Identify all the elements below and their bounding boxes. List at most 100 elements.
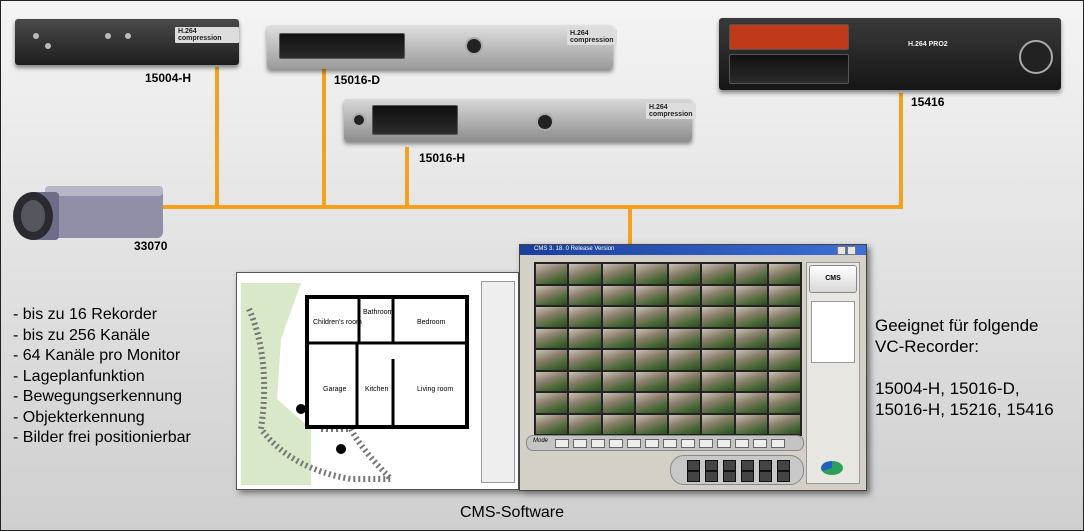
close-button[interactable] [847, 246, 856, 255]
camera-control-icon[interactable] [777, 460, 790, 471]
camera-feed-tile[interactable] [735, 264, 767, 284]
camera-feed-tile[interactable] [768, 393, 800, 413]
camera-feed-tile[interactable] [702, 264, 734, 284]
layout-button[interactable] [555, 439, 569, 448]
camera-feed-tile[interactable] [569, 264, 601, 284]
camera-feed-tile[interactable] [569, 307, 601, 327]
camera-feed-tile[interactable] [536, 393, 568, 413]
camera-feed-tile[interactable] [669, 328, 701, 348]
camera-control-icon[interactable] [687, 460, 700, 471]
camera-feed-tile[interactable] [569, 371, 601, 391]
camera-feed-tile[interactable] [768, 328, 800, 348]
hdd-bay-icon [729, 24, 849, 50]
dvd-tray-icon [729, 54, 849, 84]
camera-feed-tile[interactable] [768, 371, 800, 391]
room-label: Living room [417, 386, 453, 393]
camera-feed-tile[interactable] [768, 414, 800, 434]
camera-feed-tile[interactable] [768, 307, 800, 327]
cable-15004h [215, 67, 219, 207]
camera-feed-tile[interactable] [735, 350, 767, 370]
camera-feed-tile[interactable] [536, 285, 568, 305]
camera-feed-tile[interactable] [569, 393, 601, 413]
camera-feed-tile[interactable] [602, 414, 634, 434]
room-label: Garage [323, 386, 346, 393]
layout-button[interactable] [591, 439, 605, 448]
camera-feed-tile[interactable] [768, 285, 800, 305]
camera-feed-tile[interactable] [536, 264, 568, 284]
layout-button[interactable] [717, 439, 731, 448]
camera-feed-tile[interactable] [702, 393, 734, 413]
camera-feed-tile[interactable] [702, 414, 734, 434]
camera-feed-tile[interactable] [602, 328, 634, 348]
camera-feed-tile[interactable] [635, 328, 667, 348]
camera-feed-tile[interactable] [669, 264, 701, 284]
camera-feed-tile[interactable] [702, 328, 734, 348]
layout-button[interactable] [753, 439, 767, 448]
camera-feed-tile[interactable] [569, 414, 601, 434]
camera-control-icon[interactable] [759, 460, 772, 471]
camera-feed-tile[interactable] [669, 371, 701, 391]
camera-control-icon[interactable] [741, 471, 754, 482]
camera-feed-tile[interactable] [602, 393, 634, 413]
layout-button[interactable] [573, 439, 587, 448]
camera-feed-tile[interactable] [702, 307, 734, 327]
layout-button[interactable] [663, 439, 677, 448]
camera-feed-tile[interactable] [536, 414, 568, 434]
camera-feed-tile[interactable] [735, 285, 767, 305]
camera-feed-tile[interactable] [669, 307, 701, 327]
camera-feed-tile[interactable] [635, 414, 667, 434]
camera-feed-tile[interactable] [669, 350, 701, 370]
camera-feed-tile[interactable] [536, 307, 568, 327]
suitability-heading: Geeignet für folgende [875, 316, 1039, 335]
layout-button[interactable] [735, 439, 749, 448]
camera-feed-tile[interactable] [602, 307, 634, 327]
camera-feed-tile[interactable] [635, 285, 667, 305]
layout-button[interactable] [699, 439, 713, 448]
camera-feed-tile[interactable] [602, 371, 634, 391]
camera-feed-tile[interactable] [602, 350, 634, 370]
camera-feed-tile[interactable] [635, 350, 667, 370]
layout-button[interactable] [627, 439, 641, 448]
play-icon[interactable] [705, 460, 718, 471]
camera-feed-tile[interactable] [536, 350, 568, 370]
camera-feed-tile[interactable] [635, 264, 667, 284]
camera-feed-tile[interactable] [768, 264, 800, 284]
camera-feed-tile[interactable] [635, 371, 667, 391]
layout-button[interactable] [771, 439, 785, 448]
camera-feed-tile[interactable] [635, 307, 667, 327]
camera-control-icon[interactable] [723, 460, 736, 471]
camera-control-icon[interactable] [741, 460, 754, 471]
camera-feed-tile[interactable] [635, 393, 667, 413]
camera-feed-tile[interactable] [569, 285, 601, 305]
camera-feed-tile[interactable] [569, 328, 601, 348]
camera-feed-tile[interactable] [702, 285, 734, 305]
camera-feed-tile[interactable] [602, 285, 634, 305]
camera-control-icon[interactable] [759, 471, 772, 482]
camera-feed-tile[interactable] [702, 350, 734, 370]
camera-feed-tile[interactable] [735, 307, 767, 327]
layout-button[interactable] [645, 439, 659, 448]
layout-button[interactable] [609, 439, 623, 448]
camera-feed-tile[interactable] [735, 414, 767, 434]
camera-feed-tile[interactable] [536, 328, 568, 348]
camera-feed-tile[interactable] [735, 371, 767, 391]
camera-control-icon[interactable] [723, 471, 736, 482]
camera-control-icon[interactable] [705, 471, 718, 482]
layout-button[interactable] [681, 439, 695, 448]
minimize-button[interactable] [837, 246, 846, 255]
floorplan-window: Children's room Bathroom Bedroom Garage … [236, 272, 519, 490]
camera-control-icon[interactable] [777, 471, 790, 482]
camera-feed-tile[interactable] [669, 285, 701, 305]
camera-control-icon[interactable] [687, 471, 700, 482]
camera-feed-tile[interactable] [602, 264, 634, 284]
camera-feed-tile[interactable] [768, 350, 800, 370]
cms-caption: CMS-Software [460, 504, 565, 521]
camera-feed-tile[interactable] [669, 393, 701, 413]
camera-feed-tile[interactable] [669, 414, 701, 434]
camera-feed-tile[interactable] [702, 371, 734, 391]
camera-feed-tile[interactable] [735, 328, 767, 348]
camera-feed-tile[interactable] [735, 393, 767, 413]
camera-feed-tile[interactable] [569, 350, 601, 370]
h264-badge: H.264 compression [567, 29, 617, 45]
camera-feed-tile[interactable] [536, 371, 568, 391]
